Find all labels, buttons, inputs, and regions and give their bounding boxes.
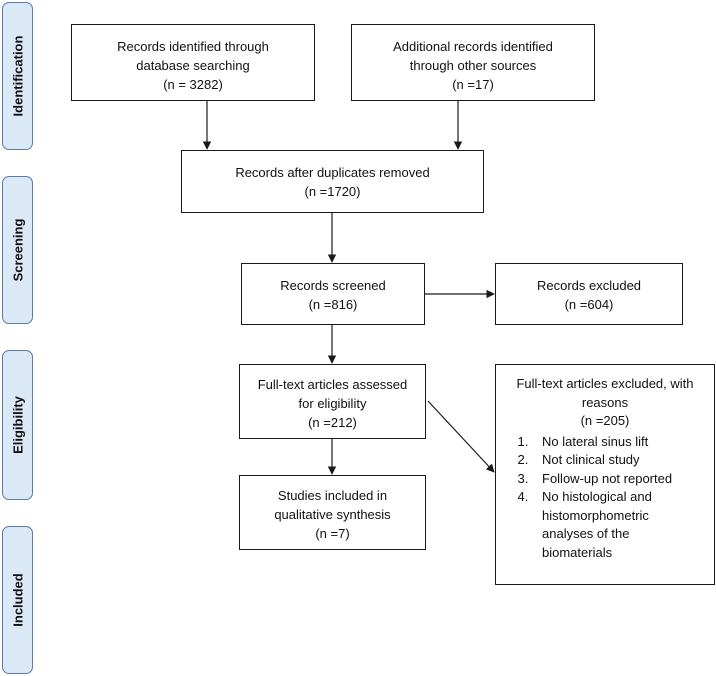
exclusion-reason: Not clinical study bbox=[532, 451, 714, 470]
box-duplicates-removed: Records after duplicates removed (n =172… bbox=[181, 150, 484, 213]
box-screened-count: (n =816) bbox=[308, 297, 358, 312]
phase-screening: Screening bbox=[2, 176, 33, 324]
box-included-count: (n =7) bbox=[315, 526, 350, 541]
box-fulltext-line-1: Full-text articles assessed bbox=[257, 377, 408, 392]
exclusion-reasons-list: No lateral sinus lift Not clinical study… bbox=[496, 433, 714, 563]
fulltext-excluded-line-1: Full-text articles excluded, with bbox=[516, 376, 694, 391]
box-database-line-2: database searching bbox=[136, 58, 250, 73]
phase-included: Included bbox=[2, 526, 33, 674]
box-database-search: Records identified through database sear… bbox=[71, 24, 315, 101]
box-other-sources-line-2: through other sources bbox=[409, 58, 537, 73]
arrow-fulltext-to-excluded bbox=[427, 400, 495, 473]
box-included-line-1: Studies included in bbox=[277, 488, 388, 503]
box-fulltext-excluded: Full-text articles excluded, with reason… bbox=[495, 364, 715, 585]
box-excluded-count: (n =604) bbox=[564, 297, 614, 312]
box-other-sources: Additional records identified through ot… bbox=[351, 24, 595, 101]
box-duplicates-line-1: Records after duplicates removed bbox=[235, 165, 430, 180]
box-screened-line-1: Records screened bbox=[280, 278, 386, 293]
phase-eligibility: Eligibility bbox=[2, 350, 33, 500]
fulltext-excluded-count: (n =205) bbox=[580, 413, 630, 428]
box-duplicates-count: (n =1720) bbox=[304, 184, 361, 199]
box-other-sources-count: (n =17) bbox=[452, 77, 494, 92]
box-fulltext-line-2: for eligibility bbox=[298, 396, 367, 411]
phase-identification: Identification bbox=[2, 2, 33, 150]
box-database-line-1: Records identified through bbox=[117, 39, 269, 54]
exclusion-reason: Follow-up not reported bbox=[532, 470, 714, 489]
box-fulltext-assessed: Full-text articles assessed for eligibil… bbox=[239, 364, 426, 439]
box-records-excluded: Records excluded (n =604) bbox=[495, 263, 683, 325]
box-other-sources-line-1: Additional records identified bbox=[393, 39, 553, 54]
box-records-screened: Records screened (n =816) bbox=[241, 263, 425, 325]
exclusion-reason: No histological and histomorphometric an… bbox=[532, 488, 714, 562]
box-included-line-2: qualitative synthesis bbox=[274, 507, 391, 522]
box-studies-included: Studies included in qualitative synthesi… bbox=[239, 475, 426, 550]
box-fulltext-count: (n =212) bbox=[308, 415, 357, 430]
fulltext-excluded-line-2: reasons bbox=[581, 394, 629, 410]
exclusion-reason: No lateral sinus lift bbox=[532, 433, 714, 452]
box-excluded-line-1: Records excluded bbox=[536, 278, 642, 293]
box-database-count: (n = 3282) bbox=[163, 77, 223, 92]
